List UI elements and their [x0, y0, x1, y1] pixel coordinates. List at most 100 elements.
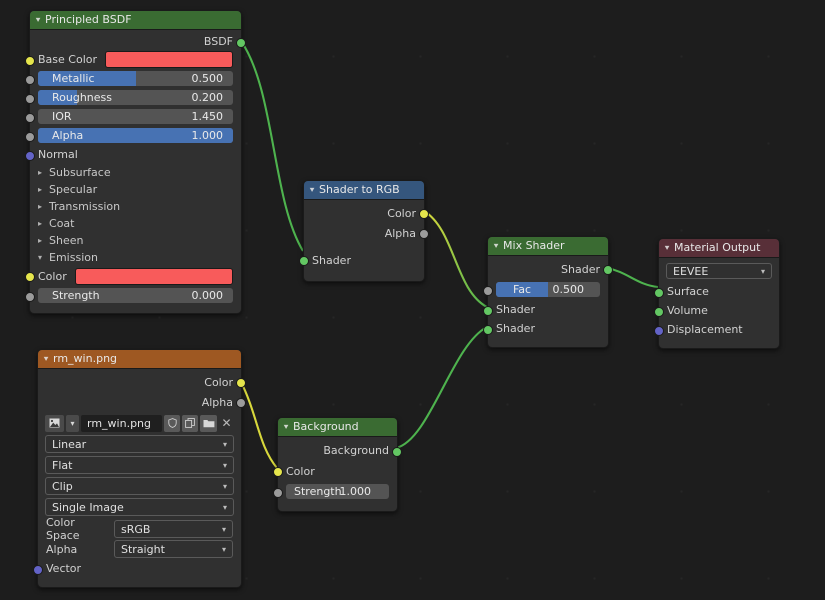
- chevron-down-icon[interactable]: ▾: [222, 439, 227, 449]
- open-folder-icon[interactable]: [200, 414, 217, 432]
- socket-base-color[interactable]: [25, 55, 35, 66]
- source-dropdown[interactable]: Single Image ▾: [45, 498, 234, 516]
- slider-ior[interactable]: IOR 1.450: [38, 109, 233, 124]
- image-name-field[interactable]: rm_win.png: [81, 414, 162, 432]
- chevron-down-icon[interactable]: ▾: [222, 460, 227, 470]
- output-socket-row-shader[interactable]: Shader: [488, 259, 613, 279]
- socket-shader-input-2[interactable]: [483, 324, 493, 335]
- socket-color-output[interactable]: [419, 209, 429, 219]
- slider-metallic[interactable]: Metallic 0.500: [38, 71, 233, 86]
- socket-bsdf-output[interactable]: [236, 37, 246, 48]
- alpha-mode-dropdown[interactable]: Straight ▾: [114, 540, 233, 558]
- unlink-x-icon[interactable]: ✕: [221, 416, 232, 430]
- socket-emission-color[interactable]: [25, 272, 35, 282]
- chevron-right-icon[interactable]: ▸: [38, 185, 43, 194]
- socket-displacement[interactable]: [654, 325, 664, 336]
- input-socket-row-shader[interactable]: Shader: [299, 249, 424, 271]
- input-socket-row-displacement[interactable]: Displacement: [654, 320, 779, 339]
- section-specular[interactable]: ▸ Specular: [30, 181, 241, 198]
- socket-normal[interactable]: [25, 150, 35, 161]
- socket-emission-strength[interactable]: [25, 291, 35, 302]
- section-subsurface[interactable]: ▸ Subsurface: [30, 164, 241, 181]
- input-socket-row-shader-1[interactable]: Shader: [483, 300, 608, 319]
- prop-row-emission-strength[interactable]: Strength 0.000: [25, 286, 241, 305]
- section-sheen[interactable]: ▸ Sheen: [30, 232, 241, 249]
- node-background[interactable]: ▾ Background Background Color Strength 1…: [273, 417, 402, 512]
- prop-row-normal[interactable]: Normal: [25, 145, 241, 164]
- chevron-down-icon[interactable]: ▾: [221, 524, 226, 534]
- collapse-chevron-icon[interactable]: ▾: [35, 15, 41, 24]
- slider-roughness[interactable]: Roughness 0.200: [38, 90, 233, 105]
- prop-row-emission-color[interactable]: Color: [25, 266, 241, 286]
- color-swatch-base-color[interactable]: [105, 51, 233, 68]
- output-socket-row-background[interactable]: Background: [278, 440, 402, 461]
- chevron-right-icon[interactable]: ▸: [38, 202, 43, 211]
- socket-shader-input[interactable]: [299, 256, 309, 266]
- color-swatch-emission[interactable]: [74, 267, 233, 285]
- output-socket-row-color[interactable]: Color: [304, 203, 429, 223]
- color-space-row[interactable]: Color Space sRGB ▾: [38, 516, 241, 542]
- socket-volume[interactable]: [654, 306, 664, 317]
- section-emission[interactable]: ▾ Emission: [30, 249, 241, 266]
- slider-emission-strength[interactable]: Strength 0.000: [38, 288, 233, 303]
- collapse-chevron-icon[interactable]: ▾: [493, 241, 499, 250]
- prop-row-color[interactable]: Color: [273, 461, 397, 481]
- slider-alpha[interactable]: Alpha 1.000: [38, 128, 233, 143]
- chevron-down-icon[interactable]: ▾: [222, 481, 227, 491]
- output-socket-row-alpha[interactable]: Alpha: [304, 223, 429, 243]
- socket-alpha-output[interactable]: [419, 229, 429, 239]
- color-space-dropdown[interactable]: sRGB ▾: [114, 520, 233, 538]
- chevron-down-icon[interactable]: ▾: [222, 502, 227, 512]
- socket-background-color[interactable]: [273, 467, 283, 477]
- node-mix-shader[interactable]: ▾ Mix Shader Shader Fac 0.500 Shader Sha…: [483, 236, 613, 348]
- node-principled-bsdf[interactable]: ▾ Principled BSDF BSDF Base Color Metall…: [25, 10, 246, 314]
- node-image-texture[interactable]: ▾ rm_win.png Color Alpha ▾: [33, 349, 246, 588]
- fake-user-shield-icon[interactable]: [164, 414, 180, 432]
- section-transmission[interactable]: ▸ Transmission: [30, 198, 241, 215]
- input-socket-row-surface[interactable]: Surface: [654, 282, 779, 301]
- chevron-right-icon[interactable]: ▸: [38, 168, 43, 177]
- slider-fac[interactable]: Fac 0.500: [496, 282, 600, 297]
- interpolation-dropdown[interactable]: Linear ▾: [45, 435, 234, 453]
- image-datablock-icon[interactable]: [45, 414, 64, 432]
- section-coat[interactable]: ▸ Coat: [30, 215, 241, 232]
- node-header-material-output[interactable]: ▾ Material Output: [659, 239, 779, 258]
- socket-alpha[interactable]: [25, 131, 35, 142]
- chevron-down-icon[interactable]: ▾: [760, 266, 765, 276]
- socket-background-strength[interactable]: [273, 487, 283, 498]
- socket-metallic[interactable]: [25, 74, 35, 85]
- socket-ior[interactable]: [25, 112, 35, 123]
- chevron-down-icon[interactable]: ▾: [221, 544, 226, 554]
- image-datablock-toolbar[interactable]: ▾ rm_win.png: [45, 414, 234, 432]
- prop-row-ior[interactable]: IOR 1.450: [25, 107, 241, 126]
- socket-shader-output[interactable]: [603, 265, 613, 275]
- input-socket-row-vector[interactable]: Vector: [33, 559, 241, 578]
- socket-surface[interactable]: [654, 287, 664, 298]
- socket-roughness[interactable]: [25, 93, 35, 104]
- extension-dropdown[interactable]: Clip ▾: [45, 477, 234, 495]
- projection-dropdown[interactable]: Flat ▾: [45, 456, 234, 474]
- prop-row-alpha[interactable]: Alpha 1.000: [25, 126, 241, 145]
- socket-fac[interactable]: [483, 285, 493, 296]
- input-socket-row-shader-2[interactable]: Shader: [483, 319, 608, 338]
- prop-row-metallic[interactable]: Metallic 0.500: [25, 69, 241, 88]
- slider-background-strength[interactable]: Strength 1.000: [286, 484, 389, 499]
- socket-vector[interactable]: [33, 564, 43, 575]
- output-socket-row-alpha[interactable]: Alpha: [38, 392, 246, 412]
- node-shader-to-rgb[interactable]: ▾ Shader to RGB Color Alpha Shader: [299, 180, 429, 282]
- new-copy-icon[interactable]: [182, 414, 198, 432]
- collapse-chevron-icon[interactable]: ▾: [43, 354, 49, 363]
- chevron-right-icon[interactable]: ▸: [38, 236, 43, 245]
- socket-color-output[interactable]: [236, 378, 246, 388]
- node-header-principled-bsdf[interactable]: ▾ Principled BSDF: [30, 11, 241, 30]
- collapse-chevron-icon[interactable]: ▾: [283, 422, 289, 431]
- output-socket-row-color[interactable]: Color: [38, 372, 246, 392]
- prop-row-strength[interactable]: Strength 1.000: [273, 481, 397, 502]
- output-socket-row-bsdf[interactable]: BSDF: [30, 33, 246, 50]
- render-engine-dropdown[interactable]: EEVEE ▾: [666, 263, 772, 279]
- input-socket-row-volume[interactable]: Volume: [654, 301, 779, 320]
- node-header-shader-to-rgb[interactable]: ▾ Shader to RGB: [304, 181, 424, 200]
- chevron-down-icon[interactable]: ▾: [38, 253, 43, 262]
- alpha-mode-row[interactable]: Alpha Straight ▾: [38, 539, 241, 559]
- chevron-right-icon[interactable]: ▸: [38, 219, 43, 228]
